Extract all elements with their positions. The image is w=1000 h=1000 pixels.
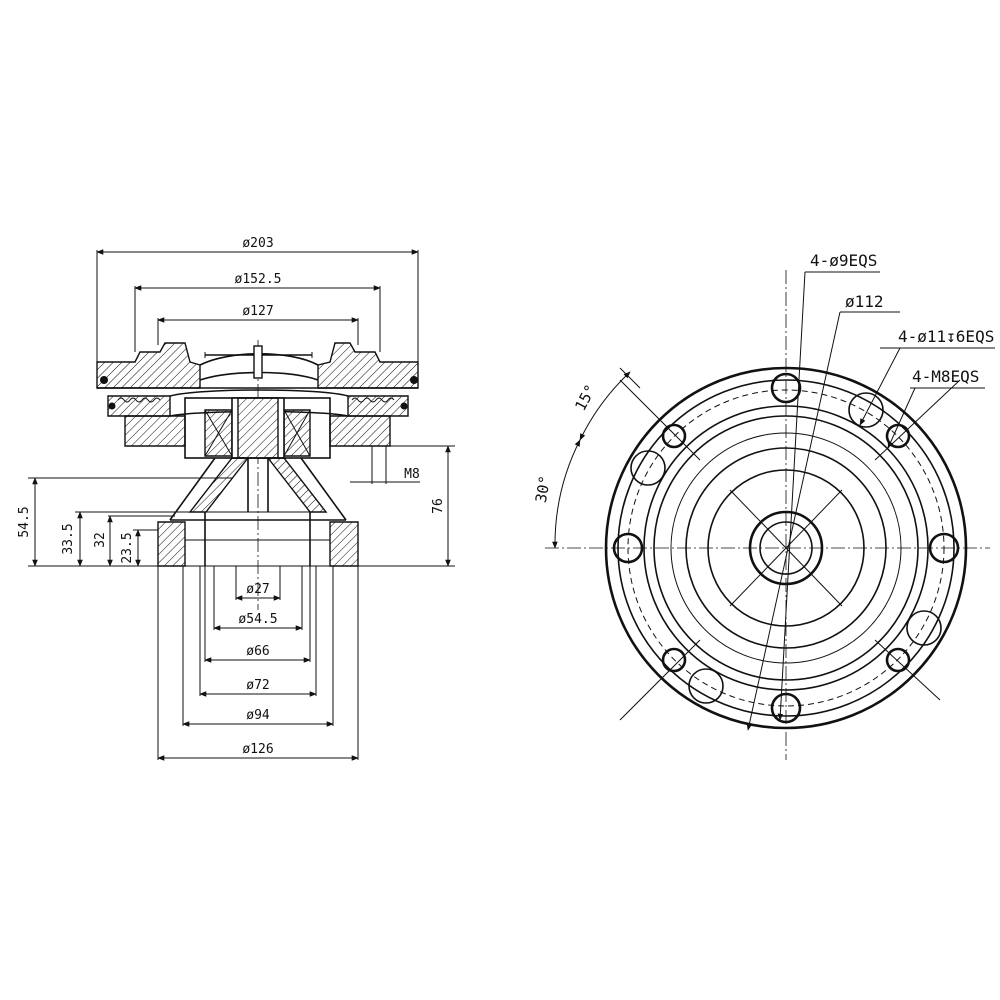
dim-d66: ø66 [246, 644, 269, 659]
angle-15: 15° [571, 381, 600, 413]
holes-9mm [612, 372, 960, 724]
dim-h23-5: 23.5 [120, 532, 135, 563]
hub-bearing [124, 397, 391, 459]
dim-d54-5: ø54.5 [238, 612, 277, 627]
upper-housing [96, 342, 419, 389]
dim-h76: 76 [431, 498, 446, 514]
outer-rim [604, 366, 968, 730]
angle-annotations: 15° 30° [532, 367, 641, 549]
threads-m8 [661, 423, 911, 673]
height-dims: 54.5 33.5 32 23.5 76 M8 [17, 445, 455, 567]
top-diameter-dims: ø203 ø152.5 ø127 [96, 236, 419, 362]
dim-d27: ø27 [246, 582, 269, 597]
dim-m8: M8 [404, 467, 420, 482]
dim-h32: 32 [93, 532, 108, 548]
dim-d203: ø203 [242, 236, 273, 251]
callout-holes-9: 4-ø9EQS [810, 251, 877, 270]
dim-h54-5: 54.5 [17, 506, 32, 537]
bottom-flange [157, 511, 359, 567]
dim-d126: ø126 [242, 742, 273, 757]
center-bore [748, 510, 824, 586]
dim-h33-5: 33.5 [61, 523, 76, 554]
callouts: 4-ø9EQS ø112 4-ø11↧6EQS 4-M8EQS [746, 251, 995, 731]
callout-holes-11: 4-ø11↧6EQS [898, 327, 994, 346]
side-section-view: ø203 ø152.5 ø127 ø27 ø54.5 ø66 [17, 236, 455, 761]
front-view: 4-ø9EQS ø112 4-ø11↧6EQS 4-M8EQS 15° 30° [532, 251, 995, 760]
dim-d127: ø127 [242, 304, 273, 319]
callout-threads-m8: 4-M8EQS [912, 367, 979, 386]
bolt-circle [627, 389, 945, 707]
dim-d72: ø72 [246, 678, 269, 693]
angle-30: 30° [532, 474, 554, 504]
callout-pcd-112: ø112 [845, 292, 884, 311]
mounting-cone [169, 457, 347, 521]
dim-d152-5: ø152.5 [235, 272, 282, 287]
dim-d94: ø94 [246, 708, 270, 723]
holes-11mm [630, 392, 942, 704]
bottom-diameter-dims: ø27 ø54.5 ø66 ø72 ø94 ø126 [157, 566, 359, 761]
